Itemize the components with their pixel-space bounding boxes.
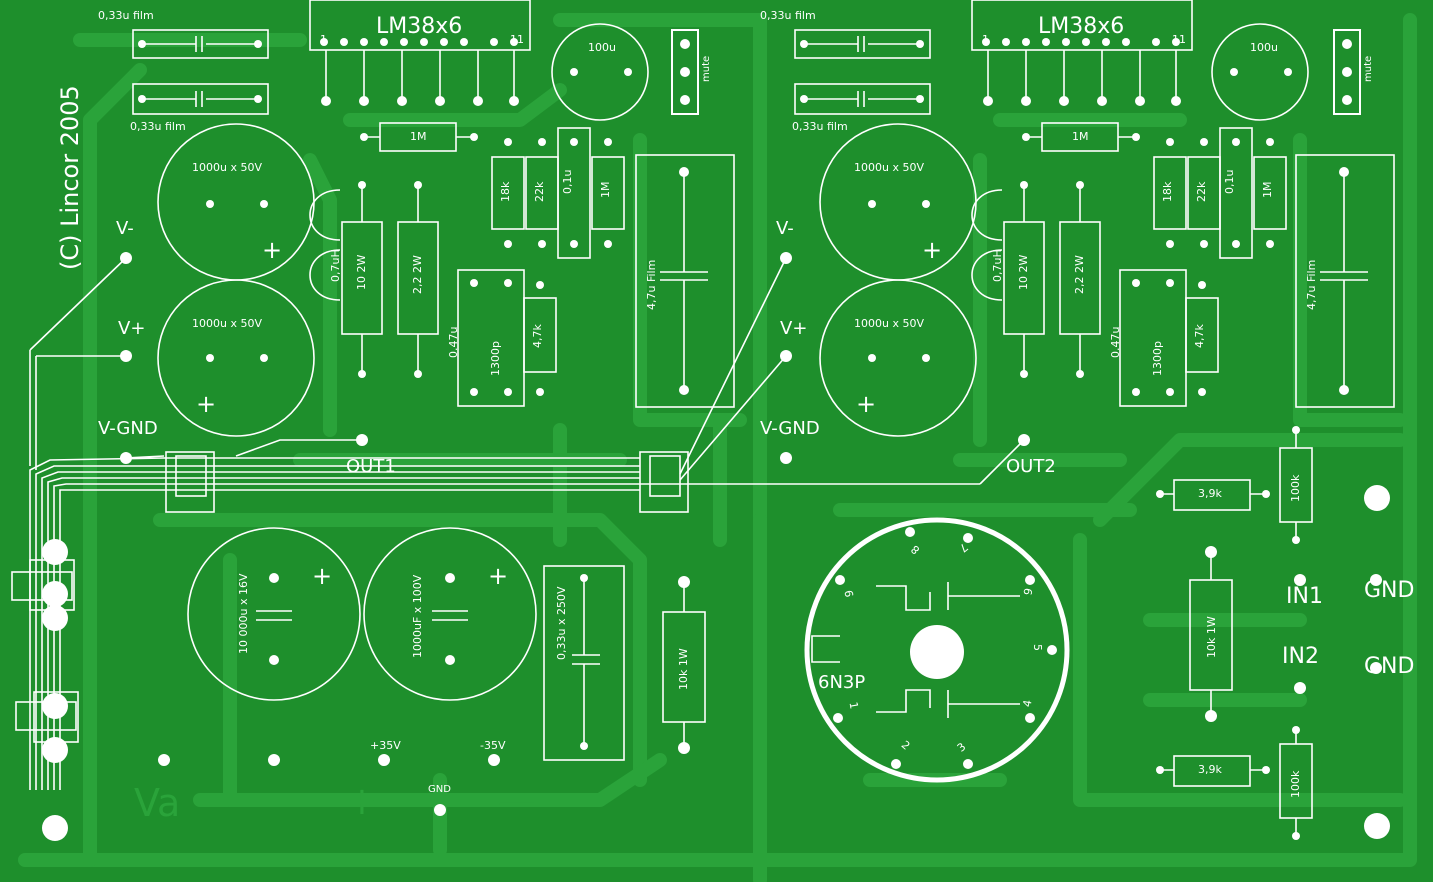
cap-10000u <box>187 527 361 701</box>
pads-left-chip <box>320 38 519 106</box>
chip-label-right: LM38x6 <box>1038 14 1125 39</box>
res-2-2-2w-right: 2,2 2W <box>1073 255 1086 294</box>
mute-label-left: mute <box>701 55 712 82</box>
res-1m-top-right: 1M <box>1072 130 1089 143</box>
cap-1000uf <box>363 527 537 701</box>
out1-label: OUT1 <box>346 456 396 477</box>
res-1m-top-left: 1M <box>410 130 427 143</box>
cap-film-bottom-left: 0,33u film <box>130 120 186 133</box>
res-22k-right: 22k <box>1195 181 1208 202</box>
v-plus-left: V+ <box>118 318 146 339</box>
chip-pin-first-left: 1 <box>320 33 327 46</box>
res-10k-1w-input: 10k 1W <box>1205 616 1218 658</box>
mute-label-right: mute <box>1363 55 1374 82</box>
res-4-7k-left: 4,7k <box>531 324 544 348</box>
cap-100u-right: 100u <box>1250 41 1278 54</box>
plus-mark-a-right: + <box>922 236 943 264</box>
cap-film-top-right: 0,33u film <box>760 9 816 22</box>
in1-label: IN1 <box>1286 584 1323 609</box>
gnd2-label: GND <box>1364 654 1415 679</box>
chip-pin-first-right: 1 <box>982 33 989 46</box>
plus-mark-10000u: + <box>312 562 333 590</box>
res-10-2w-right: 10 2W <box>1017 254 1030 290</box>
cap-01u-right: 0,1u <box>1223 169 1236 194</box>
cap-100u-outline <box>551 23 649 121</box>
plus-35v-label: +35V <box>370 739 401 752</box>
pads-right-chip <box>982 38 1181 106</box>
cap-033u-label: 0,33u x 250V <box>555 586 568 661</box>
cap-1000u-a-right: 1000u x 50V <box>854 161 924 174</box>
chip-pin-last-left: 11 <box>510 33 524 46</box>
res-22k-left: 22k <box>533 181 546 202</box>
out2-label: OUT2 <box>1006 456 1056 477</box>
chip-outline-left <box>309 0 531 51</box>
inductor-left: 0,7uH <box>329 249 342 282</box>
res-4-7k-right: 4,7k <box>1193 324 1206 348</box>
copyright-label: (C) Lincor 2005 <box>56 85 84 270</box>
cap-047u-left: 0.47u <box>447 326 460 358</box>
plus-mark-copper: + <box>346 779 378 823</box>
in2-label: IN2 <box>1282 644 1319 669</box>
tube-type-label: 6N3P <box>818 672 866 693</box>
pads-misc <box>42 40 1390 841</box>
minus-35v-label: -35V <box>480 739 506 752</box>
res-3-9k-b: 3,9k <box>1198 763 1222 776</box>
res-3-9k-a: 3,9k <box>1198 487 1222 500</box>
va-mark-copper: Va <box>134 781 181 825</box>
plus-mark-1000uf: + <box>488 562 509 590</box>
v-plus-right: V+ <box>780 318 808 339</box>
cap-1000u-b-right: 1000u x 50V <box>854 317 924 330</box>
res-1m-side-left: 1M <box>599 181 612 199</box>
minus-mark-copper: — <box>498 779 536 823</box>
copper-traces <box>18 13 1417 882</box>
v-gnd-right: V-GND <box>760 418 820 439</box>
tube-pin-5: 5 <box>1031 644 1044 651</box>
cap-100u-left: 100u <box>588 41 616 54</box>
res-10k-1w-power: 10k 1W <box>677 648 690 690</box>
silkscreen <box>11 0 1395 836</box>
plus-mark-b-right: + <box>856 390 877 418</box>
gnd1-label: GND <box>1364 578 1415 603</box>
tube-socket-outline <box>804 517 1070 783</box>
mute-jumpers <box>671 29 1361 115</box>
plus-mark-a-left: + <box>262 236 283 264</box>
cap-1000u-b-left: 1000u x 50V <box>192 317 262 330</box>
gnd-small-label: GND <box>428 784 451 795</box>
pads <box>42 29 1390 841</box>
cap-film-top-left: 0,33u film <box>98 9 154 22</box>
res-18k-right: 18k <box>1161 181 1174 202</box>
v-minus-right: V- <box>776 218 794 239</box>
res-100k-b: 100k <box>1289 770 1302 798</box>
cap-1000u-a-left: 1000u x 50V <box>192 161 262 174</box>
cap-film-bottom-right: 0,33u film <box>792 120 848 133</box>
cap-1000uf-label: 1000uF x 100V <box>411 574 424 658</box>
cap-1000u-b-left <box>157 279 315 437</box>
res-1m-side-right: 1M <box>1261 181 1274 199</box>
cap-047u-right: 0.47u <box>1109 326 1122 358</box>
v-minus-left: V- <box>116 218 134 239</box>
inductor-right: 0,7uH <box>991 249 1004 282</box>
res-10-2w-left: 10 2W <box>355 254 368 290</box>
cap-10000u-label: 10 000u x 16V <box>237 573 250 655</box>
chip-label-left: LM38x6 <box>376 14 463 39</box>
cap-1300p-left: 1300p <box>489 341 502 376</box>
v-gnd-left: V-GND <box>98 418 158 439</box>
res-100k-a: 100k <box>1289 474 1302 502</box>
cap-4-7u-left: 4,7u Film <box>645 259 658 310</box>
plus-mark-b-left: + <box>196 390 217 418</box>
chip-pin-last-right: 11 <box>1172 33 1186 46</box>
cap-01u-left: 0,1u <box>561 169 574 194</box>
cap-1300p-right: 1300p <box>1151 341 1164 376</box>
res-2-2-2w-left: 2,2 2W <box>411 255 424 294</box>
cap-4-7u-right: 4,7u Film <box>1305 259 1318 310</box>
res-18k-left: 18k <box>499 181 512 202</box>
